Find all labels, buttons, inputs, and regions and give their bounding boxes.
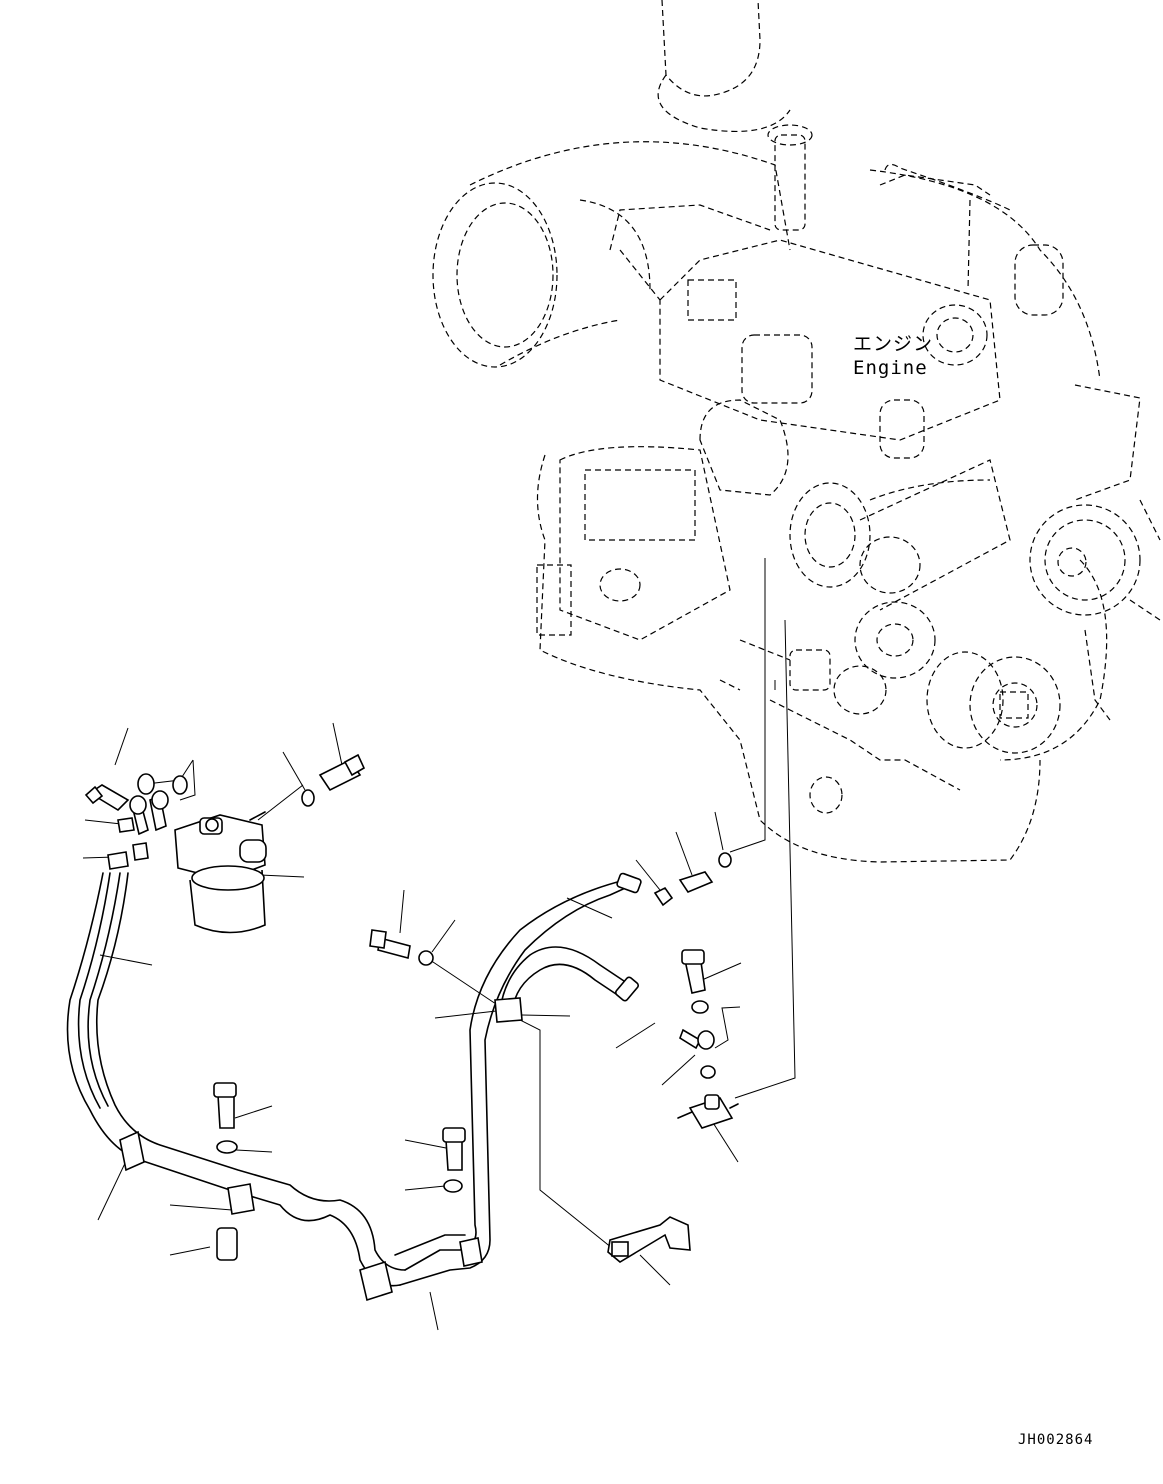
engine-label-jp: エンジン [853,333,934,355]
leader-lines [82,558,796,1331]
drawing-code: JH002864 [1018,1432,1094,1448]
engine-outline [432,0,1161,863]
engine-label-en: Engine [853,357,928,379]
engine-label: エンジン Engine [853,332,933,380]
fittings [84,753,739,1263]
hose-assembly [66,872,642,1287]
fuel-filter [174,811,267,934]
hose-clamps [119,997,523,1302]
